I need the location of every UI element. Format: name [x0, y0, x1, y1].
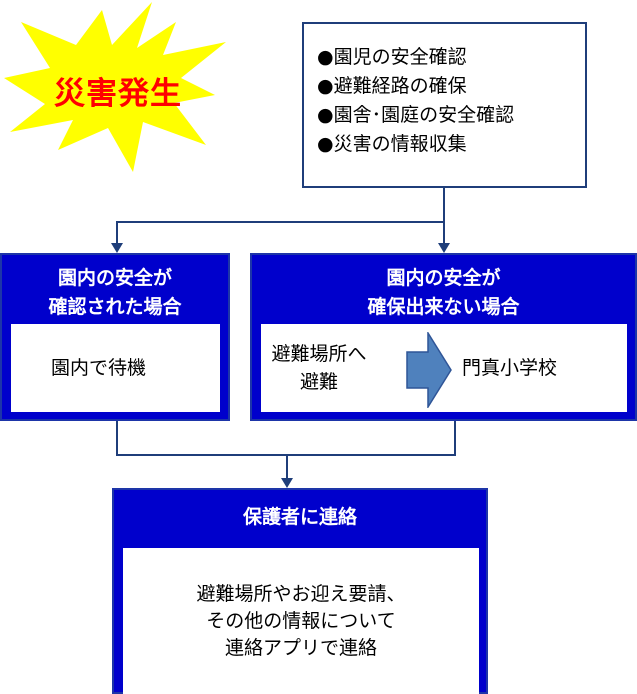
safe-case-body: 園内で待機	[11, 324, 220, 412]
contact-message: 避難場所やお迎え要請、 その他の情報について 連絡アプリで連絡	[123, 581, 479, 662]
connector-checklist-split	[116, 188, 445, 243]
evacuation-destination: 門真小学校	[462, 357, 558, 379]
contact-body: 避難場所やお迎え要請、 その他の情報について 連絡アプリで連絡	[123, 548, 479, 694]
safe-case-title: 園内の安全が 確認された場合	[2, 264, 228, 322]
disaster-burst	[4, 2, 226, 172]
evacuate-text: 避難場所へ 避難	[263, 340, 375, 396]
title-line: 確認された場合	[48, 296, 182, 318]
arrowhead-safe	[111, 243, 123, 253]
title-line: 確保出来ない場合	[367, 296, 520, 318]
contact-line: 連絡アプリで連絡	[224, 637, 377, 659]
arrowhead-unsafe	[438, 243, 450, 253]
checklist-item: ●避難経路の確保	[317, 75, 467, 97]
title-line: 園内の安全が	[386, 267, 501, 289]
checklist-item: ●園舎･園庭の安全確認	[317, 104, 515, 126]
right-arrow-icon	[406, 332, 452, 408]
unsafe-case-body: 避難場所へ 避難 門真小学校	[261, 324, 627, 412]
connector-merge	[116, 421, 456, 456]
checklist-item: ●園児の安全確認	[317, 46, 467, 68]
disaster-label: 災害発生	[54, 76, 182, 112]
unsafe-case-title: 園内の安全が 確保出来ない場合	[252, 264, 635, 322]
contact-title: 保護者に連絡	[242, 506, 357, 528]
contact-guardians-panel: 保護者に連絡 避難場所やお迎え要請、 その他の情報について 連絡アプリで連絡	[112, 488, 488, 694]
unsafe-case-panel: 園内の安全が 確保出来ない場合 避難場所へ 避難 門真小学校	[250, 253, 637, 421]
safe-case-panel: 園内の安全が 確認された場合 園内で待機	[0, 253, 230, 421]
arrowhead-contact	[281, 478, 293, 488]
contact-line: その他の情報について	[206, 610, 396, 632]
contact-line: 避難場所やお迎え要請、	[196, 583, 406, 605]
evac-line: 避難	[299, 371, 338, 393]
initial-checklist: ●園児の安全確認 ●避難経路の確保 ●園舎･園庭の安全確認 ●災害の情報収集	[302, 22, 587, 188]
title-line: 園内の安全が	[57, 267, 172, 289]
safe-action: 園内で待機	[51, 357, 147, 379]
checklist-item: ●災害の情報収集	[317, 133, 467, 155]
evac-line: 避難場所へ	[271, 343, 367, 365]
